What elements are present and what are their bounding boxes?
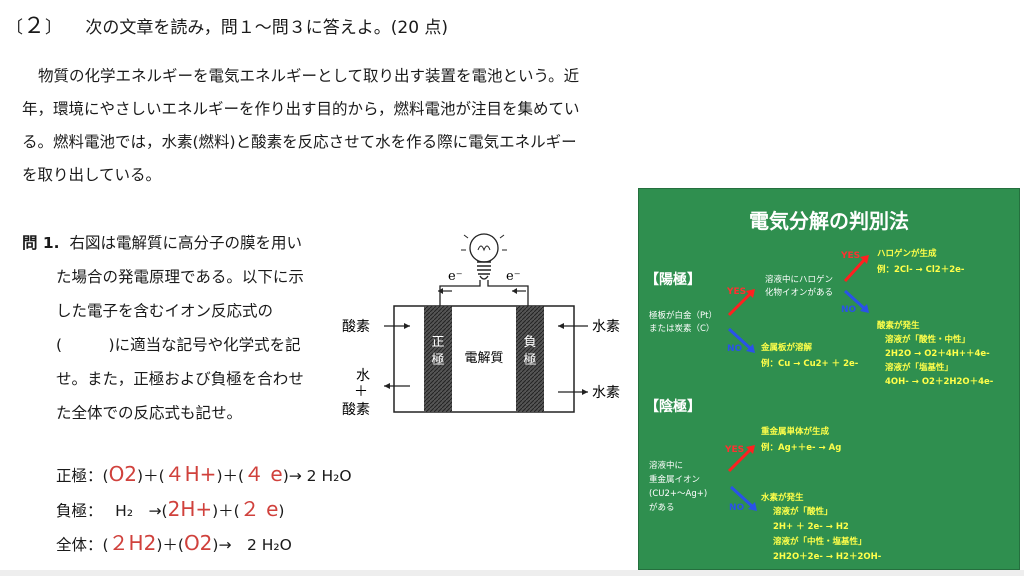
question-header: 〔２〕 次の文章を読み，問１～問３に答えよ。(20 点) — [6, 8, 448, 40]
fuel-cell-diagram: e⁻ e⁻ 正 極 負 極 電解質 酸素 水 ＋ 酸素 水素 水素 — [342, 233, 620, 418]
question-1-line: せ。また，正極および負極を合わせ — [56, 370, 304, 388]
answer-fill: O2 — [183, 531, 213, 555]
light-bulb-icon — [461, 233, 507, 280]
arrow-left-icon — [438, 288, 452, 294]
anode-electrode-text: または炭素（C） — [649, 324, 715, 334]
cathode-heading: 【陰極】 — [645, 399, 701, 415]
answer-sep: )→ 2 H₂O — [212, 536, 292, 554]
heavy-metal-question: 重金属イオン — [649, 475, 701, 485]
no-label: NO — [729, 503, 745, 513]
hydrogen-result: 溶液が「中性・塩基性」 — [773, 537, 867, 547]
yes-arrow-icon — [843, 255, 869, 283]
answer-fill: ４ e — [244, 462, 283, 486]
no-arrow-icon — [843, 289, 869, 313]
electron-label-right: e⁻ — [506, 269, 521, 284]
yes-arrow-icon — [727, 289, 755, 317]
yes-label: YES — [841, 251, 861, 261]
negative-electrode — [516, 306, 544, 412]
oxygen-result: 酸素が発生 — [877, 321, 920, 331]
close-bracket: 〕 — [45, 18, 63, 38]
electron-label-left: e⁻ — [448, 269, 463, 284]
answer-sep: )＋( — [156, 536, 184, 554]
no-label: NO — [841, 305, 857, 315]
halogen-result: 例：2Cl- → Cl2＋2e- — [877, 265, 965, 275]
hydrogen-out-label: 水素 — [592, 385, 620, 401]
answer-sep: )＋( — [212, 502, 240, 520]
bottom-bar — [0, 570, 1024, 576]
metal-dissolve-result: 例：Cu → Cu2+ ＋ 2e- — [761, 359, 859, 369]
answer-sep: )＋( — [137, 467, 165, 485]
heavy-metal-result: 例：Ag+＋e- → Ag — [761, 443, 842, 453]
heavy-metal-result: 重金属単体が生成 — [761, 427, 830, 437]
heavy-metal-question: がある — [649, 503, 675, 513]
oxygen-result: 溶液が「塩基性」 — [885, 363, 954, 373]
answer-sep: )＋( — [216, 467, 245, 485]
passage: 物質の化学エネルギーを電気エネルギーとして取り出す装置を電池という。近 年，環境… — [22, 60, 632, 192]
heavy-metal-question: (CU2+〜Ag+) — [649, 489, 708, 499]
hydrogen-result: 溶液が「酸性」 — [773, 507, 833, 517]
question-1: 問 1. 右図は電解質に高分子の膜を用い た場合の発電原理である。以下に示 した… — [22, 226, 342, 430]
answer-positive: 正極：(O2)＋(４H+)＋(４ e)→ 2 H₂O — [56, 458, 352, 487]
halogen-question: 溶液中にハロゲン — [765, 275, 834, 285]
answer-label: 負極： H₂ →( — [56, 502, 168, 520]
positive-electrode — [424, 306, 452, 412]
no-arrow-icon — [727, 327, 755, 353]
metal-dissolve-result: 金属板が溶解 — [761, 343, 813, 353]
no-label: NO — [727, 344, 743, 354]
board-title: 電気分解の判別法 — [749, 209, 909, 233]
plus-label: ＋ — [354, 384, 368, 400]
question-1-line: ( )に適当な記号や化学式を記 — [56, 336, 301, 354]
positive-electrode-char-2: 極 — [431, 352, 444, 368]
question-1-line: 右図は電解質に高分子の膜を用い — [69, 234, 302, 252]
answer-label: 全体：( — [56, 536, 109, 554]
oxygen-out-label: 酸素 — [342, 402, 370, 418]
positive-electrode-char-1: 正 — [431, 335, 444, 350]
electrolysis-board: 電気分解の判別法 【陽極】 極板が白金（Pt） または炭素（C） 溶液中にハロゲ… — [638, 188, 1020, 570]
answer-fill: ２ e — [239, 497, 279, 521]
answer-sep: ) — [278, 502, 285, 520]
hydrogen-result: 2H+ ＋ 2e- → H2 — [773, 522, 849, 532]
question-number: ２ — [23, 14, 46, 39]
anode-electrode-text: 極板が白金（Pt） — [649, 311, 717, 321]
arrow-left-icon — [512, 288, 526, 294]
answer-label: 正極：( — [56, 467, 109, 485]
hydrogen-result: 2H2O＋2e- → H2＋2OH- — [773, 552, 882, 562]
yes-arrow-icon — [727, 445, 755, 473]
board-arrows — [727, 255, 869, 511]
answer-total: 全体：(２H2)＋(O2)→ 2 H₂O — [56, 527, 292, 556]
answer-sep: )→ 2 H₂O — [282, 467, 352, 485]
passage-line: を取り出している。 — [22, 166, 162, 184]
negative-electrode-char-2: 極 — [523, 352, 536, 368]
yes-label: YES — [725, 445, 745, 455]
oxygen-result: 溶液が「酸性・中性」 — [885, 335, 971, 345]
halogen-question: 化物イオンがある — [765, 288, 834, 298]
passage-line: る。燃料電池では，水素(燃料)と酸素を反応させて水を作る際に電気エネルギー — [22, 133, 577, 151]
hydrogen-result: 水素が発生 — [761, 493, 804, 503]
question-1-label: 問 1. — [22, 234, 60, 252]
question-1-line: た場合の発電原理である。以下に示 — [56, 268, 304, 286]
instruction-text: 次の文章を読み，問１～問３に答えよ。(20 点) — [85, 18, 449, 38]
answer-fill: 2H+ — [167, 497, 213, 521]
oxygen-label: 酸素 — [342, 319, 370, 335]
question-1-line: した電子を含むイオン反応式の — [56, 302, 274, 320]
anode-heading: 【陽極】 — [645, 272, 701, 288]
passage-line: 年，環境にやさしいエネルギーを作り出す目的から，燃料電池が注目を集めてい — [22, 100, 580, 118]
question-1-line: た全体での反応式も記せ。 — [56, 404, 243, 422]
answer-fill: O2 — [108, 462, 138, 486]
negative-electrode-char-1: 負 — [523, 335, 536, 350]
halogen-result: ハロゲンが生成 — [877, 249, 937, 259]
hydrogen-in-label: 水素 — [592, 319, 620, 335]
answer-fill: ２H2 — [108, 531, 157, 555]
answer-fill: ４H+ — [164, 462, 217, 486]
heavy-metal-question: 溶液中に — [649, 461, 684, 471]
no-arrow-icon — [729, 485, 757, 511]
oxygen-result: 4OH- → O2＋2H2O＋4e- — [885, 377, 994, 387]
oxygen-result: 2H2O → O2＋4H+＋4e- — [885, 349, 990, 359]
passage-line: 物質の化学エネルギーを電気エネルギーとして取り出す装置を電池という。近 — [38, 67, 580, 85]
water-label: 水 — [356, 368, 370, 384]
answer-negative: 負極： H₂ →(2H+)＋(２ e) — [56, 493, 284, 522]
electrolyte-label: 電解質 — [464, 351, 503, 366]
open-bracket: 〔 — [6, 18, 23, 38]
yes-label: YES — [727, 287, 747, 297]
